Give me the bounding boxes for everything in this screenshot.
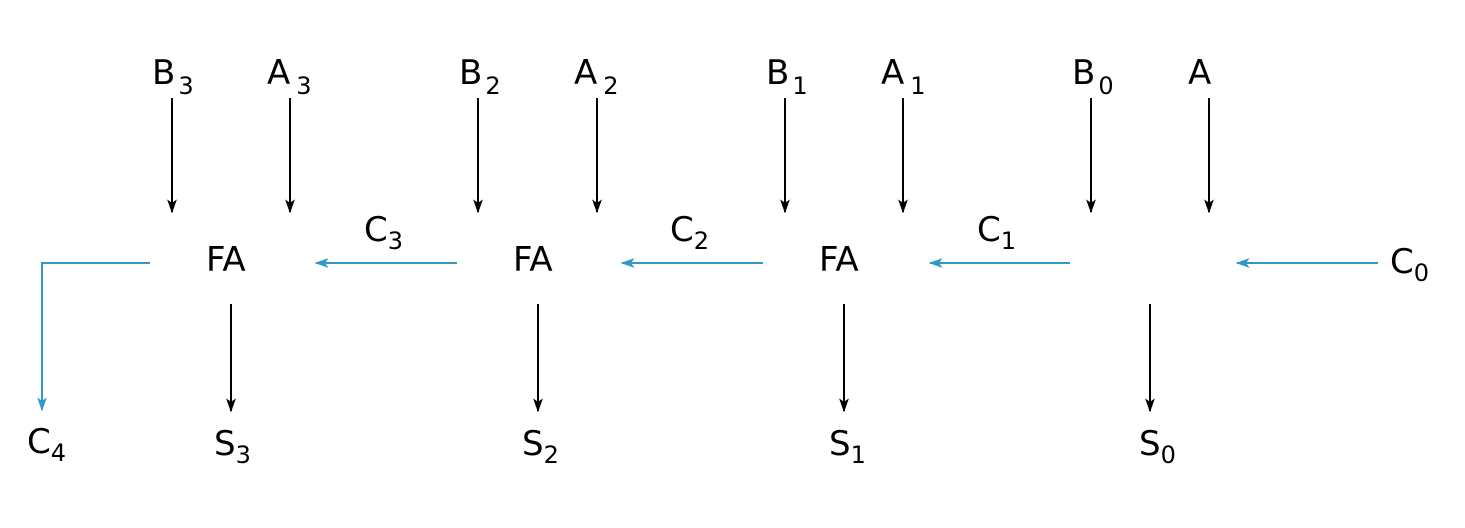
carry-label-c0: C0 [1390,242,1429,287]
sum-label-s2: S2 [522,424,559,469]
sum-label-s3: S3 [214,424,251,469]
input-label-a0: A [1188,53,1211,93]
full-adder-block-1: FA [819,240,859,280]
carry-label-c1: C1 [977,210,1016,255]
carry-label-c4: C4 [27,422,66,467]
carry-wire-c4 [37,262,150,412]
full-adder-block-3: FA [206,240,246,280]
full-adder-block-2: FA [513,240,553,280]
carry-label-c3: C3 [364,210,403,255]
carry-label-c2: C2 [670,210,709,255]
sum-label-s0: S0 [1139,424,1176,469]
sum-label-s1: S1 [829,424,866,469]
